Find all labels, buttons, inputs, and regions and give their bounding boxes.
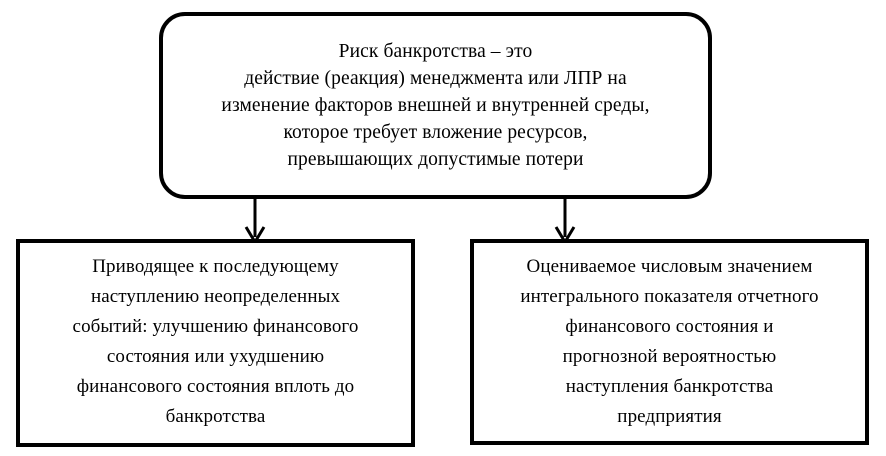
- node-consequence-text: Приводящее к последующему наступлению не…: [72, 256, 359, 427]
- node-measurement[interactable]: Оцениваемое числовым значением интеграль…: [470, 239, 869, 445]
- node-definition[interactable]: Риск банкротства – это действие (реакция…: [159, 12, 712, 199]
- node-definition-text: Риск банкротства – это действие (реакция…: [221, 41, 650, 170]
- edge-definition-measurement: [550, 197, 580, 243]
- node-measurement-text: Оцениваемое числовым значением интеграль…: [520, 256, 819, 427]
- arrow-down-icon: [554, 197, 576, 243]
- arrow-down-icon: [244, 197, 266, 243]
- edge-definition-consequence: [240, 197, 270, 243]
- node-consequence[interactable]: Приводящее к последующему наступлению не…: [16, 239, 415, 447]
